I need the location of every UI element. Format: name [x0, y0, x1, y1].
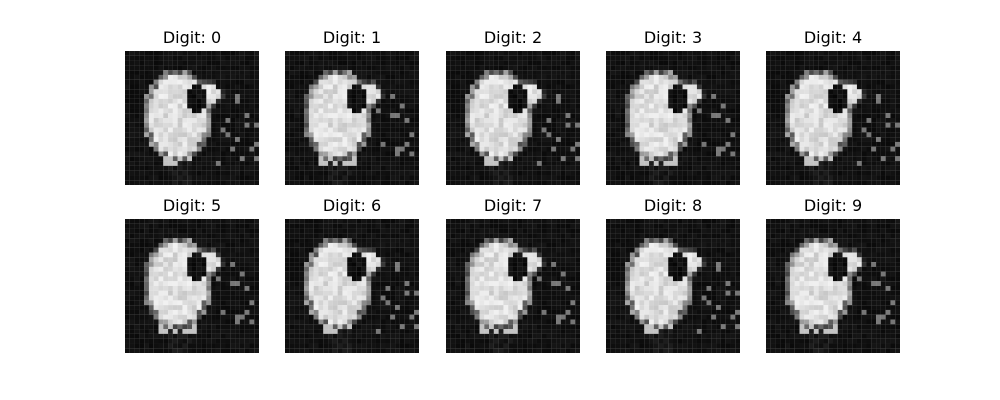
generated-digit-image: [766, 219, 900, 353]
generated-digit-image: [606, 51, 740, 185]
generated-digit-image: [606, 219, 740, 353]
generated-digit-image: [125, 219, 259, 353]
generated-digit-image: [125, 51, 259, 185]
panel-title: Digit: 4: [803, 28, 863, 47]
generated-digit-image: [285, 219, 419, 353]
panel-title: Digit: 3: [643, 28, 703, 47]
generated-digit-image: [285, 51, 419, 185]
panel-title: Digit: 7: [483, 196, 543, 215]
panel-title: Digit: 2: [483, 28, 543, 47]
panel-title: Digit: 0: [162, 28, 222, 47]
panel-title: Digit: 9: [803, 196, 863, 215]
panel-title: Digit: 1: [322, 28, 382, 47]
panel-title: Digit: 6: [322, 196, 382, 215]
generated-digit-image: [766, 51, 900, 185]
generated-digit-image: [446, 51, 580, 185]
panel-title: Digit: 5: [162, 196, 222, 215]
generated-digit-image: [446, 219, 580, 353]
panel-title: Digit: 8: [643, 196, 703, 215]
